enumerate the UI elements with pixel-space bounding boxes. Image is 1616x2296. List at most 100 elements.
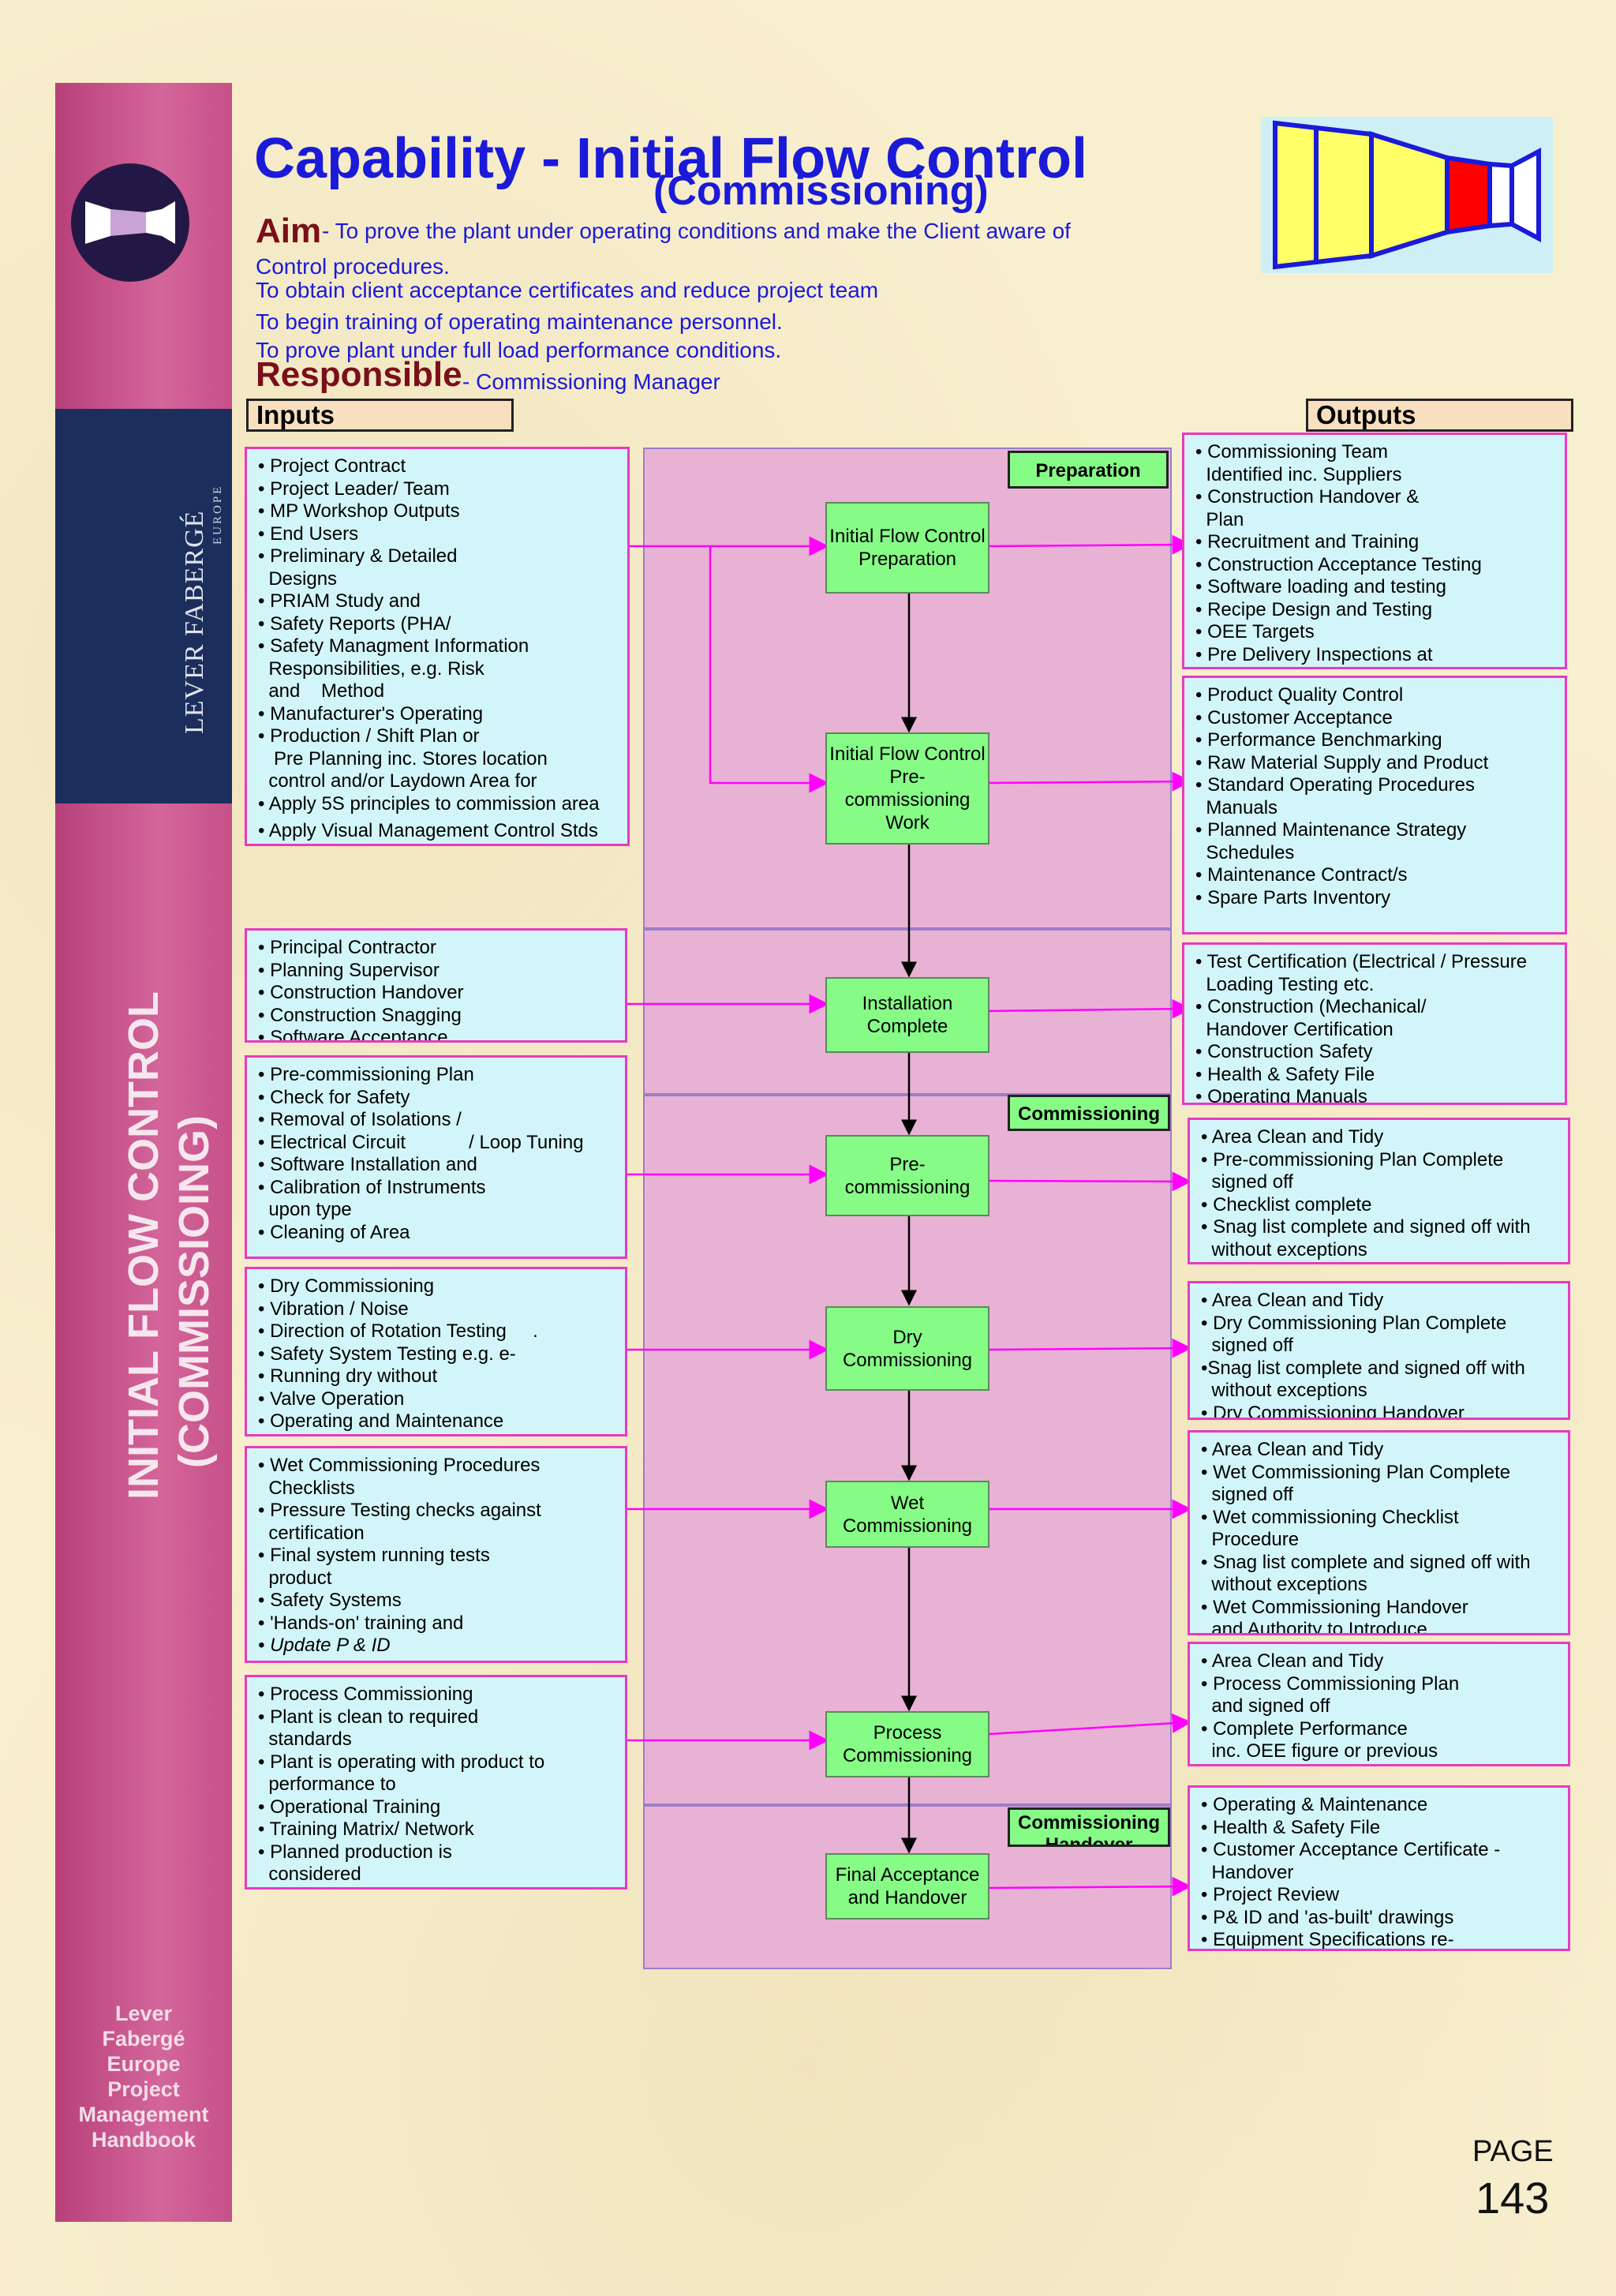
list-item: • Plant is operating with product to <box>258 1751 545 1773</box>
list-item: • End Users <box>258 522 359 545</box>
list-item: • Electrical Circuit / Loop Tuning <box>258 1131 584 1153</box>
list-item: • Preliminary & Detailed <box>258 545 458 567</box>
funnel-stage-icon <box>1261 117 1553 273</box>
list-item: • Health & Safety File <box>1195 1063 1375 1085</box>
list-item: • Construction (Mechanical/ <box>1195 996 1427 1017</box>
outputs-box-handover: • Operating & Maintenance • Health & Saf… <box>1188 1785 1570 1951</box>
aim-line: To obtain client acceptance certificates… <box>256 278 879 302</box>
list-item: • Construction Handover & <box>1195 486 1420 508</box>
list-item: • Checklist complete <box>1201 1193 1372 1215</box>
list-item: • Update P & ID <box>258 1635 391 1656</box>
list-item: and Method <box>258 680 385 702</box>
list-item: • Training Matrix/ Network <box>258 1818 474 1840</box>
inputs-box-installation: • Principal Contractor • Planning Superv… <box>245 928 627 1043</box>
sidebar-brand-panel <box>55 409 232 803</box>
list-item: • Recruitment and Training <box>1195 531 1420 552</box>
list-item: Schedules <box>1195 841 1295 863</box>
handbook-line: Lever <box>114 2002 173 2025</box>
list-item: signed off <box>1201 1335 1293 1356</box>
phase-preparation: Preparation <box>1008 451 1169 489</box>
outputs-box-pre-commissioning-work: • Product Quality Control • Customer Acc… <box>1182 676 1567 935</box>
step-wet-commissioning: Wet Commissioning <box>825 1481 989 1548</box>
list-item: • Plant is clean to required <box>258 1706 479 1728</box>
list-item: • Production / Shift Plan or <box>258 725 480 747</box>
list-item: • P& ID and 'as-built' drawings <box>1201 1906 1454 1928</box>
handbook-line: Management <box>78 2103 209 2126</box>
step-pre-commissioning-work: Initial Flow Control Pre-commissioning W… <box>825 732 989 845</box>
list-item: performance to <box>258 1774 396 1795</box>
list-item: • Planned production is <box>258 1841 452 1863</box>
list-item: • Wet Commissioning Procedures <box>258 1455 541 1476</box>
outputs-header: Outputs <box>1306 399 1573 432</box>
inputs-box-dry-commissioning: • Dry Commissioning • Vibration / Noise … <box>245 1267 627 1436</box>
list-item: • Operating & Maintenance <box>1201 1794 1428 1815</box>
list-item: certification <box>258 1522 365 1544</box>
list-item: • Spare Parts Inventory <box>1195 886 1391 908</box>
list-item: Manuals <box>1195 796 1278 818</box>
phase-commissioning-handover: Commissioning Handover <box>1008 1807 1170 1847</box>
list-item: • Customer Acceptance Certificate - <box>1201 1839 1501 1860</box>
list-item: • Construction Acceptance Testing <box>1195 553 1482 575</box>
list-item: considered <box>258 1863 361 1885</box>
inputs-box-process-commissioning: • Process Commissioning • Plant is clean… <box>245 1675 627 1890</box>
inputs-box-wet-commissioning: • Wet Commissioning Procedures Checklist… <box>245 1446 627 1663</box>
step-installation-complete: Installation Complete <box>825 977 989 1053</box>
list-item: • Safety Managment Information <box>258 635 529 657</box>
funnel-logo-icon <box>71 163 189 282</box>
list-item: • Area Clean and Tidy <box>1201 1126 1384 1148</box>
list-item: • Valve Operation <box>258 1388 405 1410</box>
list-item: • Test Certification (Electrical / Press… <box>1195 951 1528 972</box>
sidebar-handbook: Lever Fabergé Europe Project Management … <box>55 2001 232 2152</box>
list-item: • Operating and Maintenance <box>258 1410 504 1432</box>
step-process-commissioning: Process Commissioning <box>825 1711 989 1777</box>
handbook-line: Project <box>107 2077 180 2101</box>
list-item: • Pre-commissioning Plan Complete <box>1201 1148 1504 1170</box>
inputs-box-preparation: • Project Contract • Project Leader/ Tea… <box>245 447 630 846</box>
list-item: • Operating Manuals <box>1195 1086 1367 1105</box>
handbook-line: Handbook <box>92 2128 196 2152</box>
list-item: • Principal Contractor <box>258 937 436 958</box>
list-item: • Apply Visual Management Control Stds <box>258 820 598 841</box>
list-item: • Project Review <box>1201 1884 1340 1905</box>
list-item: • Dry Commissioning Handover <box>1201 1402 1464 1420</box>
outputs-box-pre-commissioning: • Area Clean and Tidy • Pre-commissionin… <box>1188 1118 1570 1264</box>
list-item: • Commissioning Team <box>1195 441 1389 463</box>
list-item: and signed off <box>1201 1695 1330 1717</box>
list-item: • Construction Snagging <box>258 1004 462 1026</box>
list-item: upon type <box>258 1199 352 1220</box>
outputs-box-installation: • Test Certification (Electrical / Press… <box>1182 942 1567 1105</box>
list-item: • Apply 5S principles to commission area <box>258 792 600 815</box>
list-item: • Wet Commissioning Plan Complete <box>1201 1461 1511 1483</box>
list-item: • Vibration / Noise <box>258 1298 409 1320</box>
list-item: product <box>258 1567 332 1589</box>
list-item: • Software Acceptance <box>258 1027 448 1043</box>
page-label: PAGE <box>1472 2135 1554 2168</box>
step-initial-flow-control-preparation: Initial Flow Control Preparation <box>825 502 989 594</box>
step-pre-commissioning: Pre-commissioning <box>825 1135 989 1216</box>
list-item: and Authority to Introduce <box>1201 1619 1427 1635</box>
list-item: • Performance Benchmarking <box>1195 729 1442 751</box>
list-item: • Pre-commissioning Plan <box>258 1064 474 1085</box>
list-item: Handover Certification <box>1195 1018 1393 1040</box>
list-item: • Check for Safety <box>258 1086 410 1108</box>
list-item: Pre Planning inc. Stores location <box>258 747 548 770</box>
aim-label: Aim <box>256 212 322 250</box>
list-item: • Process Commissioning <box>258 1684 473 1705</box>
list-item: Checklists <box>258 1477 355 1499</box>
list-item: • Software loading and testing <box>1195 576 1446 597</box>
list-item: • 'Hands-on' training and <box>258 1612 464 1634</box>
list-item: • Maintenance Contract/s <box>1195 864 1408 886</box>
outputs-box-process-commissioning: • Area Clean and Tidy • Process Commissi… <box>1188 1642 1570 1766</box>
list-item: • Project Leader/ Team <box>258 478 450 500</box>
list-item: • Product Quality Control <box>1195 684 1404 706</box>
list-item: • Final system running tests <box>258 1545 490 1566</box>
aim-line: - To prove the plant under operating con… <box>322 219 1071 243</box>
list-item: without exceptions <box>1201 1380 1367 1401</box>
list-item: • Complete Performance <box>1201 1717 1408 1740</box>
list-item: • MP Workshop Outputs <box>258 500 460 522</box>
list-item: • Planning Supervisor <box>258 959 440 981</box>
step-final-acceptance-handover: Final Acceptance and Handover <box>825 1853 989 1920</box>
list-item: • Safety System Testing e.g. e- <box>258 1343 516 1365</box>
list-item: standards <box>258 1729 352 1750</box>
list-item: Identified inc. Suppliers <box>1195 463 1402 485</box>
